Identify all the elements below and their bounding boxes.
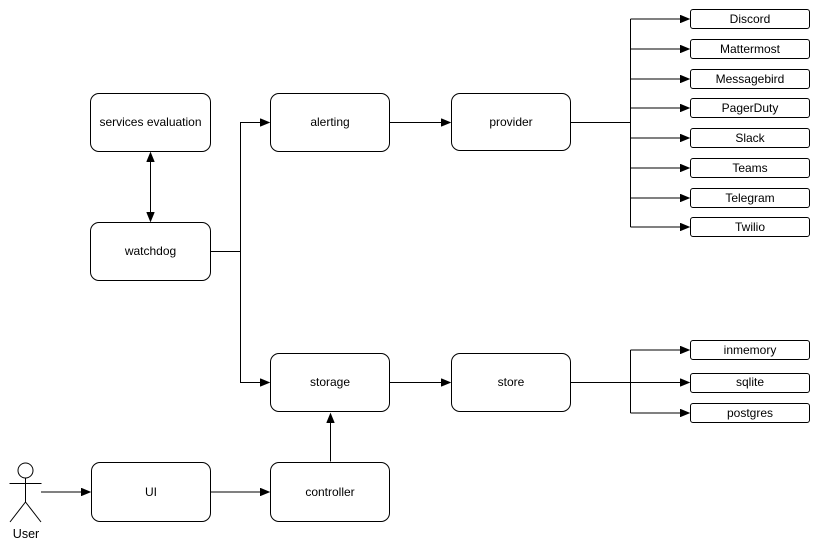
node-storage: storage bbox=[270, 353, 390, 412]
user-actor-icon bbox=[9, 462, 42, 523]
node-store: store bbox=[451, 353, 571, 412]
node-controller: controller bbox=[270, 462, 390, 522]
edge-watchdog-storage bbox=[240, 251, 270, 383]
node-provider: provider bbox=[451, 93, 571, 151]
node-store-inmemory: inmemory bbox=[690, 340, 810, 360]
node-provider-discord: Discord bbox=[690, 9, 810, 29]
node-store-postgres: postgres bbox=[690, 403, 810, 423]
node-provider-teams: Teams bbox=[690, 158, 810, 178]
node-provider-twilio: Twilio bbox=[690, 217, 810, 237]
node-ui: UI bbox=[91, 462, 211, 522]
node-services-evaluation: services evaluation bbox=[90, 93, 211, 152]
node-alerting: alerting bbox=[270, 93, 390, 152]
node-watchdog: watchdog bbox=[90, 222, 211, 281]
node-provider-telegram: Telegram bbox=[690, 188, 810, 208]
edge-watchdog-alerting bbox=[211, 123, 269, 252]
node-provider-slack: Slack bbox=[690, 128, 810, 148]
node-provider-pagerduty: PagerDuty bbox=[690, 98, 810, 118]
node-store-sqlite: sqlite bbox=[690, 372, 810, 393]
node-provider-messagebird: Messagebird bbox=[690, 69, 810, 89]
user-actor-label: User bbox=[12, 527, 40, 541]
node-provider-mattermost: Mattermost bbox=[690, 39, 810, 59]
